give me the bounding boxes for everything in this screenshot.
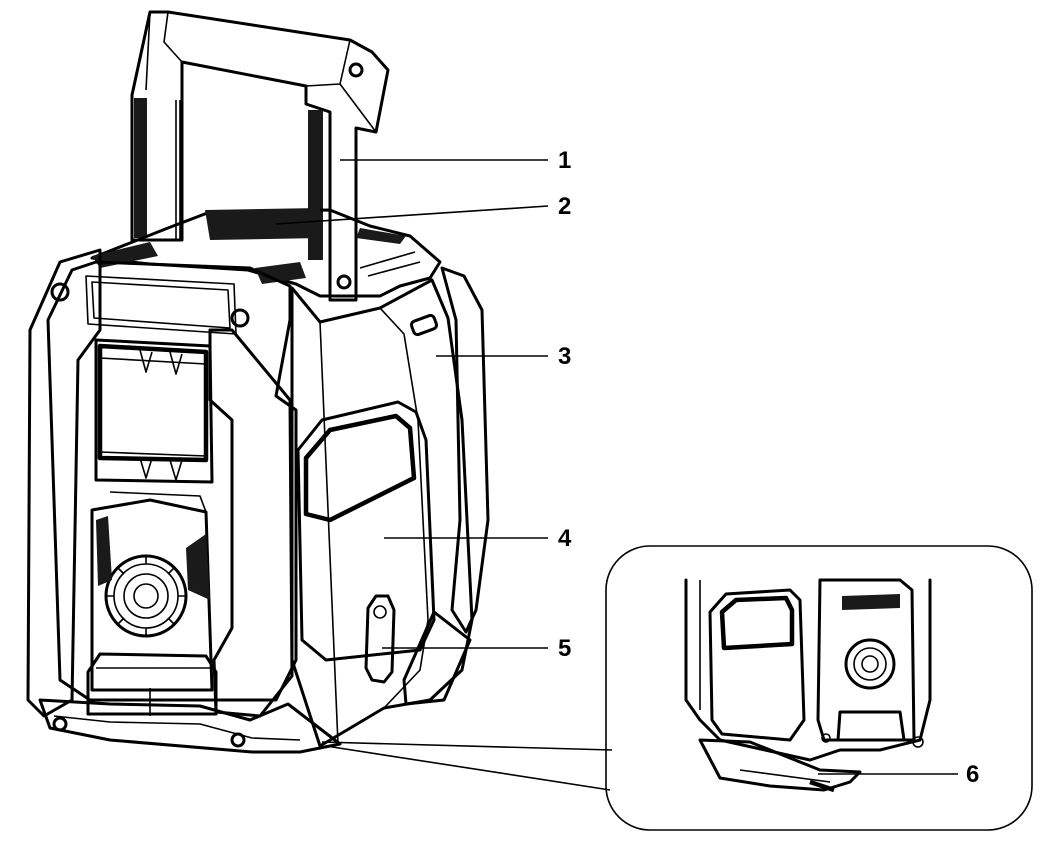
callout-4: 4 <box>558 525 572 552</box>
battery-compartment-cover <box>698 738 862 792</box>
inset-detail <box>321 545 1033 831</box>
front-face <box>46 260 298 718</box>
side-housing <box>290 278 474 748</box>
roll-cage <box>26 248 490 754</box>
inset-frame <box>605 545 1033 831</box>
carry-handle <box>130 10 390 302</box>
aux-port-cover <box>364 594 396 684</box>
callout-3: 3 <box>558 343 571 370</box>
callout-1: 1 <box>558 147 571 174</box>
callout-labels: 1 2 3 4 5 6 <box>558 147 979 788</box>
top-grille <box>205 208 322 240</box>
radio-main-view <box>26 10 490 754</box>
handle-grille-left <box>134 98 147 238</box>
inset-radio <box>684 578 932 793</box>
leader-lines <box>275 159 958 775</box>
callout-2: 2 <box>558 193 571 220</box>
callout-5: 5 <box>558 635 571 662</box>
callout-6: 6 <box>966 761 979 788</box>
